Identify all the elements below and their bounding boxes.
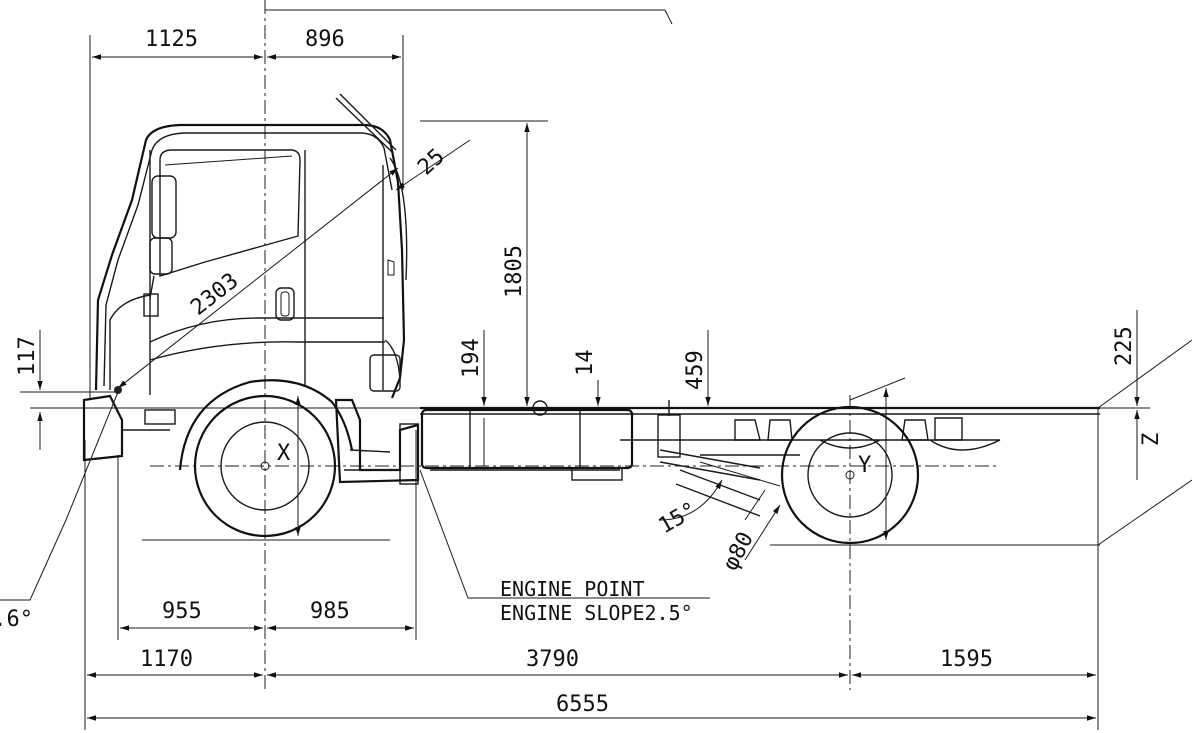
label-x: X: [277, 441, 291, 466]
front-wheel: [193, 394, 337, 538]
dim-phi-80: φ80: [718, 528, 759, 575]
dim-1595: 1595: [940, 647, 993, 672]
dim-955: 955: [162, 599, 202, 624]
dim-1125: 1125: [145, 27, 198, 52]
engine-slope-label: ENGINE SLOPE2.5°: [500, 601, 693, 625]
dim-diagonal: [0, 139, 781, 601]
dim-angle-8-6: 8.6°: [0, 607, 33, 632]
dim-1805: 1805: [502, 245, 527, 298]
dim-14: 14: [573, 350, 598, 377]
label-z: Z: [1139, 433, 1164, 446]
dim-896: 896: [305, 27, 345, 52]
dim-1170: 1170: [140, 647, 193, 672]
dim-117: 117: [15, 336, 40, 376]
dim-angle-15: 15°: [655, 498, 702, 540]
rear-wheel: [780, 377, 920, 545]
dim-225: 225: [1112, 326, 1137, 366]
dim-2303: 2303: [186, 268, 243, 320]
engine-point-label: ENGINE POINT: [500, 577, 645, 601]
dim-194: 194: [459, 338, 484, 378]
dim-459: 459: [683, 350, 708, 390]
dim-3790: 3790: [526, 647, 579, 672]
dim-985: 985: [310, 599, 350, 624]
dim-6555: 6555: [556, 692, 609, 717]
dim-bottom: [87, 625, 1096, 721]
dim-vertical: [37, 123, 1140, 480]
chassis-frame: [334, 398, 1100, 517]
extension-lines: [20, 2, 1192, 730]
label-y: Y: [858, 453, 871, 478]
